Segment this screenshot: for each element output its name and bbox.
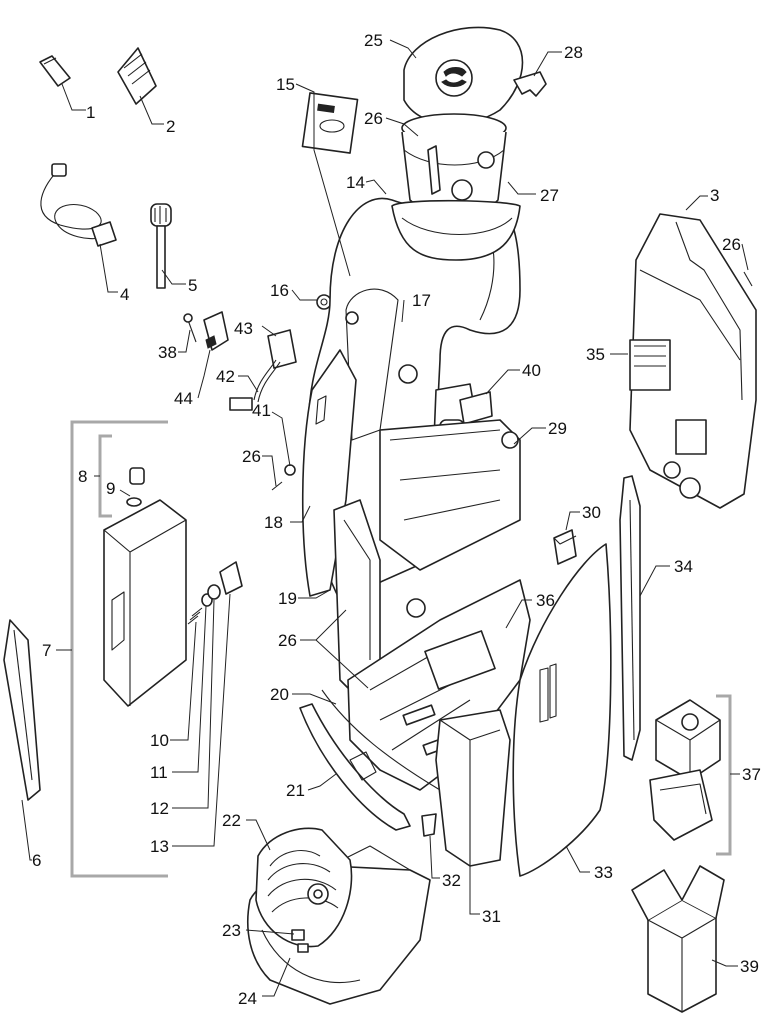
part-43-card (267, 329, 297, 369)
callout-5: 5 (188, 276, 197, 295)
callout-39: 39 (740, 957, 759, 976)
callout-37: 37 (742, 765, 761, 784)
callout-22: 22 (222, 811, 241, 830)
bracket-37-group (716, 694, 732, 856)
part-39-box (631, 865, 725, 1013)
part-9-o-ring (126, 497, 142, 507)
part-4-power-cord (40, 163, 117, 247)
callout-7: 7 (42, 641, 51, 660)
callout-25: 25 (364, 31, 383, 50)
callout-4: 4 (120, 285, 129, 304)
part-27-hopper (391, 113, 521, 261)
part-26-screw-left (271, 481, 283, 491)
part-8-tank-cap (129, 467, 145, 485)
part-34-rod (619, 475, 641, 761)
callout-labels: 1 2 3 4 5 6 7 8 9 10 11 12 13 14 15 16 1… (32, 31, 761, 1008)
part-6-panel (3, 619, 41, 801)
callout-20: 20 (270, 685, 289, 704)
part-44-switch (203, 311, 229, 351)
callout-19: 19 (278, 589, 297, 608)
part-10-spring (187, 607, 203, 625)
part-16-disc (316, 294, 332, 310)
callout-1: 1 (86, 103, 95, 122)
callout-18: 18 (264, 513, 283, 532)
callout-28: 28 (564, 43, 583, 62)
callout-42: 42 (216, 367, 235, 386)
part-29-bracket (379, 419, 521, 571)
part-22-cup-grid (255, 827, 353, 948)
part-26-screw-right (743, 271, 753, 287)
part-21-drip-rail (299, 703, 411, 831)
callout-13: 13 (150, 837, 169, 856)
callout-12: 12 (150, 799, 169, 818)
callout-10: 10 (150, 731, 169, 750)
callout-44: 44 (174, 389, 193, 408)
part-38-screw (183, 313, 197, 343)
callout-27: 27 (540, 186, 559, 205)
part-32-foot (421, 813, 437, 837)
part-20-base-edge (321, 689, 441, 791)
callout-33: 33 (594, 863, 613, 882)
part-23-float (291, 929, 309, 953)
callout-26-top: 26 (364, 109, 383, 128)
part-31-grounds-container (435, 709, 511, 867)
callout-2: 2 (166, 117, 175, 136)
callout-3: 3 (710, 186, 719, 205)
callout-30: 30 (582, 503, 601, 522)
part-15-label-plate (301, 92, 359, 154)
bracket-8-group (98, 434, 112, 518)
part-30-block (553, 529, 577, 565)
callout-31: 31 (482, 907, 501, 926)
callout-38: 38 (158, 343, 177, 362)
part-2-booklet (117, 47, 157, 105)
part-7-water-tank (103, 499, 187, 707)
callout-26-left: 26 (242, 447, 261, 466)
callout-26-right: 26 (722, 235, 741, 254)
callout-43: 43 (234, 319, 253, 338)
bracket-7-group (70, 420, 168, 878)
callout-6: 6 (32, 851, 41, 870)
part-37-valve-module (649, 699, 721, 841)
part-41-washer (284, 464, 296, 476)
callout-41: 41 (252, 401, 271, 420)
callout-17: 17 (412, 291, 431, 310)
callout-40: 40 (522, 361, 541, 380)
callout-11: 11 (150, 763, 168, 782)
callout-14: 14 (346, 173, 365, 192)
leader-lines (21, 39, 749, 997)
part-25-top-lid (403, 26, 524, 125)
part-13-valve-body (219, 561, 243, 595)
part-42-wire-harness (229, 359, 281, 411)
callout-21: 21 (286, 781, 305, 800)
part-12-valve (207, 584, 221, 600)
part-5-knob (150, 203, 172, 289)
callout-8: 8 (78, 467, 87, 486)
callout-16: 16 (270, 281, 289, 300)
callout-23: 23 (222, 921, 241, 940)
callout-26-mid: 26 (278, 631, 297, 650)
callout-35: 35 (586, 345, 605, 364)
part-1-cartridge (39, 55, 71, 87)
callout-34: 34 (674, 557, 693, 576)
callout-24: 24 (238, 989, 257, 1008)
callout-32: 32 (442, 871, 461, 890)
part-28-clip (513, 71, 547, 97)
callout-15: 15 (276, 75, 295, 94)
callout-29: 29 (548, 419, 567, 438)
part-33-side-cover (512, 543, 612, 877)
callout-9: 9 (106, 479, 115, 498)
callout-36: 36 (536, 591, 555, 610)
part-35-circuit-board (629, 339, 707, 499)
